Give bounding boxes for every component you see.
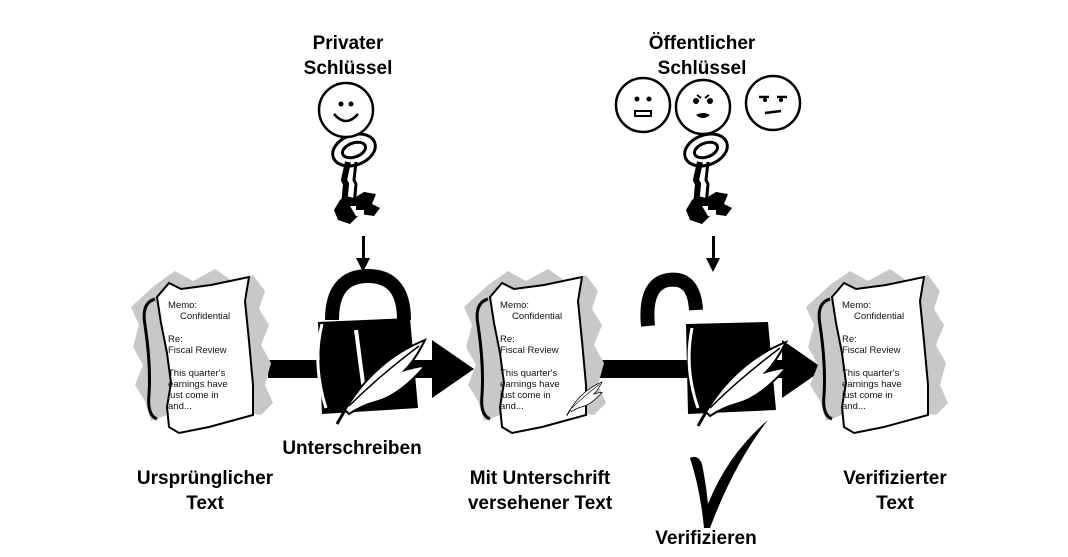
document-text: Memo: Confidential Re: Fiscal Review Thi…: [168, 300, 231, 412]
signed-text-label: Mit Unterschrift versehener Text: [467, 468, 613, 514]
original-text-label: Ursprünglicher Text: [136, 468, 274, 514]
checkmark-icon: [690, 420, 768, 528]
key-icon: [680, 128, 732, 224]
document-text: Memo: Confidential Re: Fiscal Review Thi…: [500, 300, 563, 412]
smiley-face-icon: [317, 81, 375, 139]
face-icon: [614, 76, 672, 134]
face-icon: [674, 78, 732, 136]
arrow-icon: [706, 236, 720, 272]
arrow-icon: [356, 236, 370, 272]
key-icon: [328, 128, 380, 224]
verify-label: Verifizieren: [655, 528, 757, 549]
verified-text-label: Verifizierter Text: [843, 468, 947, 514]
private-key-label: Privater Schlüssel: [303, 33, 393, 79]
public-key-label: Öffentlicher Schlüssel: [648, 33, 756, 79]
face-icon: [744, 74, 802, 132]
document-text: Memo: Confidential Re: Fiscal Review Thi…: [842, 300, 905, 412]
sign-label: Unterschreiben: [282, 438, 422, 459]
